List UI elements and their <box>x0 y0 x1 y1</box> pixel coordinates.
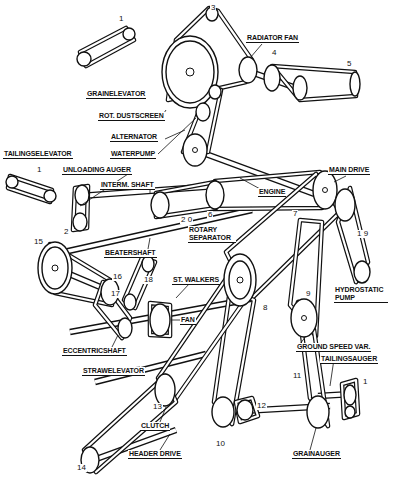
part-label: FAN <box>180 316 196 325</box>
callout-number: 2 <box>63 228 69 236</box>
pulleys <box>6 7 370 473</box>
callout-number: 2 0 <box>180 216 193 224</box>
part-label: GRAINELEVATOR <box>86 90 146 99</box>
part-label: BEATERSHAFT <box>104 249 157 258</box>
part-label: HEADER DRIVE <box>128 450 182 459</box>
callout-number: 9 <box>305 290 311 298</box>
callout-number: 6 <box>207 211 213 219</box>
callout-number: 16 <box>112 273 123 281</box>
leader-lines <box>80 44 346 450</box>
part-label: TAILINGSAUGER <box>320 355 378 364</box>
callout-number: 12 <box>256 402 267 410</box>
part-label: HYDROSTATIC PUMP <box>334 286 388 303</box>
part-label: GROUND SPEED VAR. <box>296 343 371 352</box>
callout-number: 7 <box>292 210 298 218</box>
callout-number: 1 9 <box>356 230 369 238</box>
part-label: TAILINGSELEVATOR <box>3 150 73 159</box>
callout-number: 10 <box>215 440 226 448</box>
shafts <box>55 70 352 462</box>
callout-number: 17 <box>110 290 121 298</box>
callout-number: 15 <box>33 238 44 246</box>
callout-number: 13 <box>152 403 163 411</box>
callout-number: 1 <box>362 378 368 386</box>
part-label: MAIN DRIVE <box>328 166 370 175</box>
part-label: WATERPUMP <box>110 150 156 159</box>
callout-number: 14 <box>76 464 87 472</box>
part-label: ECCENTRICSHAFT <box>62 347 127 356</box>
part-label: ROTARY SEPARATOR <box>188 226 236 243</box>
callout-number: 1 <box>118 15 124 23</box>
belts <box>8 8 368 472</box>
part-label: INTERM. SHAFT <box>100 181 155 190</box>
part-label: STRAWELEVATOR <box>82 367 145 376</box>
part-label: RADIATOR FAN <box>246 34 299 43</box>
part-label: UNLOADING AUGER <box>62 166 132 175</box>
callout-number: 5 <box>346 60 352 68</box>
part-label: GRAINAUGER <box>292 450 341 459</box>
part-label: ST. WALKERS <box>172 276 220 285</box>
callout-number: 1 <box>36 166 42 174</box>
callout-number: 4 <box>271 49 277 57</box>
part-label: CLUTCH <box>140 422 170 431</box>
part-label: ENGINE <box>258 188 286 197</box>
callout-number: 11 <box>292 372 302 380</box>
callout-number: 18 <box>143 276 154 284</box>
callout-number: 3 <box>210 4 216 12</box>
part-label: ALTERNATOR <box>110 133 158 142</box>
callout-number: 8 <box>262 304 268 312</box>
part-label: ROT. DUSTSCREEN <box>98 112 165 121</box>
